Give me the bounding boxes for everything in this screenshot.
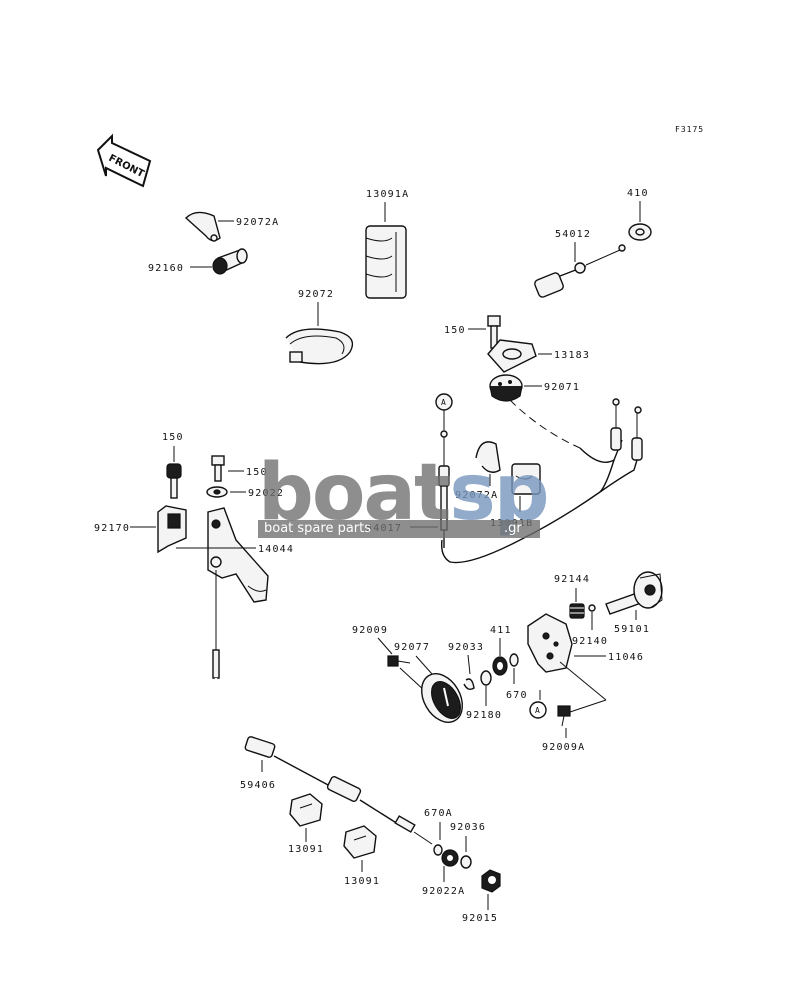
screw-92009 [387, 655, 411, 667]
label-92033: 92033 [448, 642, 484, 653]
ref-mark-a-upper-text: A [441, 398, 447, 407]
clamp-13091a [365, 225, 407, 299]
label-13183: 13183 [554, 350, 590, 361]
plate-13183 [487, 339, 537, 373]
cable-route-dashed [509, 399, 581, 449]
figure-code: F3175 [675, 125, 704, 134]
label-92077: 92077 [394, 642, 430, 653]
label-92009a: 92009A [542, 742, 585, 753]
label-59406: 59406 [240, 780, 276, 791]
label-92022a: 92022A [422, 886, 465, 897]
label-13091-b: 13091 [344, 876, 380, 887]
strap-92072a-mid [475, 441, 501, 473]
cable-pair-right [440, 398, 643, 564]
label-670: 670 [506, 690, 528, 701]
strap-92072 [285, 328, 354, 365]
front-arrow-icon: FRONT [96, 133, 152, 188]
label-13091b: 13091B [490, 518, 533, 529]
cable-54012 [505, 244, 626, 341]
rubber-13091-a [289, 793, 323, 827]
label-150-mid: 150 [246, 467, 268, 478]
shaft-59101 [605, 571, 663, 615]
cable-59406 [212, 570, 433, 845]
washer-92022 [206, 486, 228, 498]
cable-54017 [438, 430, 450, 548]
label-150-top: 150 [444, 325, 466, 336]
label-410: 410 [627, 188, 649, 199]
label-11046: 11046 [608, 652, 644, 663]
label-92160: 92160 [148, 263, 184, 274]
o-ring-670 [509, 653, 519, 667]
label-92022: 92022 [248, 488, 284, 499]
label-150-left: 150 [162, 432, 184, 443]
rubber-13091-b [343, 825, 377, 859]
label-411: 411 [490, 625, 512, 636]
label-14044: 14044 [258, 544, 294, 555]
ref-mark-a-lower [529, 701, 547, 719]
label-92170: 92170 [94, 523, 130, 534]
label-92036: 92036 [450, 822, 486, 833]
washer-411 [492, 656, 508, 676]
label-92072a-top: 92072A [236, 217, 279, 228]
circlip-92033 [463, 678, 475, 691]
label-59101: 59101 [614, 624, 650, 635]
bolt-150-mid [211, 455, 225, 482]
clamp-13091b [511, 463, 541, 495]
label-54017: 54017 [366, 523, 402, 534]
screw-92009a [557, 705, 571, 727]
grommet-92071 [489, 374, 523, 402]
strap-92072a-top [184, 211, 221, 242]
spring-washer-92036 [460, 855, 472, 869]
ref-mark-a-lower-text: A [535, 706, 541, 715]
label-54012: 54012 [555, 229, 591, 240]
label-92009: 92009 [352, 625, 388, 636]
clip-670a [433, 844, 443, 856]
washer-410 [628, 223, 652, 241]
collar-92160 [212, 248, 248, 275]
label-13091-a: 13091 [288, 844, 324, 855]
label-92140: 92140 [572, 636, 608, 647]
ball-92140 [588, 604, 596, 612]
plate-11046 [527, 613, 573, 673]
nut-92015 [481, 869, 501, 893]
bracket-14044 [207, 507, 269, 603]
washer-92180 [480, 670, 492, 686]
label-670a: 670A [424, 808, 453, 819]
label-13091a: 13091A [366, 189, 409, 200]
label-92180: 92180 [466, 710, 502, 721]
washer-92022a [441, 849, 459, 867]
label-92015: 92015 [462, 913, 498, 924]
bracket-92170 [157, 505, 187, 554]
bolt-150-left [166, 463, 182, 499]
label-92072: 92072 [298, 289, 334, 300]
label-92071: 92071 [544, 382, 580, 393]
spring-92144 [569, 603, 585, 619]
knob-92077 [421, 673, 463, 723]
label-92072a-mid: 92072A [455, 490, 498, 501]
label-92144: 92144 [554, 574, 590, 585]
